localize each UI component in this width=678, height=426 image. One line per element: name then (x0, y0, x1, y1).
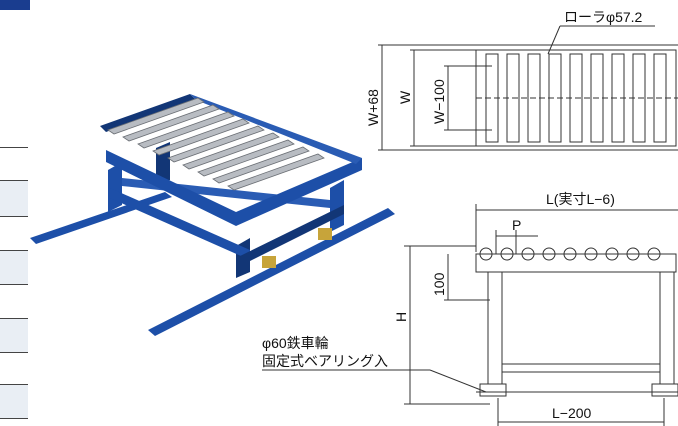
roller-outline (632, 53, 646, 143)
roller-label-leader (547, 25, 561, 55)
roller-outline (485, 53, 499, 143)
side-view-leg (487, 271, 503, 385)
roller-circle (500, 247, 514, 261)
row-divider (0, 180, 28, 181)
side-view-drawing (262, 204, 678, 426)
row-band (0, 180, 28, 216)
roller-outline (569, 53, 583, 143)
frame-brace (110, 188, 250, 260)
rail-left (30, 192, 172, 244)
roller (227, 153, 325, 191)
roller-circle (521, 247, 535, 261)
roller-outline (611, 53, 625, 143)
top-view-rollers (485, 53, 667, 143)
length-label: L(実寸L−6) (546, 191, 615, 207)
roller-outline (653, 53, 667, 143)
row-divider (0, 352, 28, 353)
height-label: H (393, 312, 409, 322)
side-view-rollers (479, 247, 661, 261)
caster-label-line1: φ60鉄車輪 (262, 335, 329, 351)
row-divider (0, 418, 28, 419)
roller (122, 104, 220, 142)
roller-circle (563, 247, 577, 261)
side-frame-near (106, 150, 362, 226)
rail-right (148, 208, 395, 336)
roller-outline (548, 53, 562, 143)
top-view-drawing (378, 25, 678, 151)
caster-label-line2: 固定式ベアリング入 (262, 353, 388, 369)
row-band (0, 384, 28, 418)
pitch-label: P (512, 217, 521, 233)
side-view-top-frame (475, 253, 677, 273)
roller-circle (626, 247, 640, 261)
roller (137, 111, 235, 149)
row-divider (0, 250, 28, 251)
roller-circle (542, 247, 556, 261)
caster-label-leader (429, 369, 487, 393)
roller (152, 118, 250, 156)
base-length-label: L−200 (552, 405, 592, 421)
roller-circle (605, 247, 619, 261)
left-edge-list (0, 0, 30, 426)
w-minus-label: W−100 (431, 79, 447, 124)
side-frame-end (190, 94, 362, 164)
caster-wheel (318, 228, 332, 240)
side-view-leg (659, 271, 675, 385)
row-divider (0, 284, 28, 285)
roller-label: ローラφ57.2 (564, 9, 643, 25)
caster-block (651, 383, 678, 397)
roller-circle (479, 247, 493, 261)
frame-leg (108, 162, 122, 212)
roller (167, 125, 265, 163)
frame-leg (330, 180, 344, 232)
roller (212, 146, 310, 184)
roller-circle (584, 247, 598, 261)
row-band (0, 318, 28, 352)
row-divider (0, 384, 28, 385)
height-100-label: 100 (431, 272, 447, 296)
roller (107, 97, 205, 135)
side-frame-far (100, 94, 196, 132)
row-divider (0, 318, 28, 319)
frame-brace (236, 205, 344, 268)
roller-outline (527, 53, 541, 143)
corner-tab (0, 0, 30, 10)
roller-group (107, 97, 325, 191)
roller-outline (590, 53, 604, 143)
row-divider (0, 147, 28, 148)
roller-circle (647, 247, 661, 261)
conveyor-illustration (30, 94, 395, 336)
caster-wheel (262, 256, 276, 268)
w-plus-label: W+68 (365, 89, 381, 126)
roller (197, 139, 295, 177)
row-band (0, 250, 28, 284)
roller-outline (506, 53, 520, 143)
w-label: W (397, 90, 413, 104)
row-divider (0, 216, 28, 217)
caster-block (479, 383, 507, 397)
roller (182, 132, 280, 170)
